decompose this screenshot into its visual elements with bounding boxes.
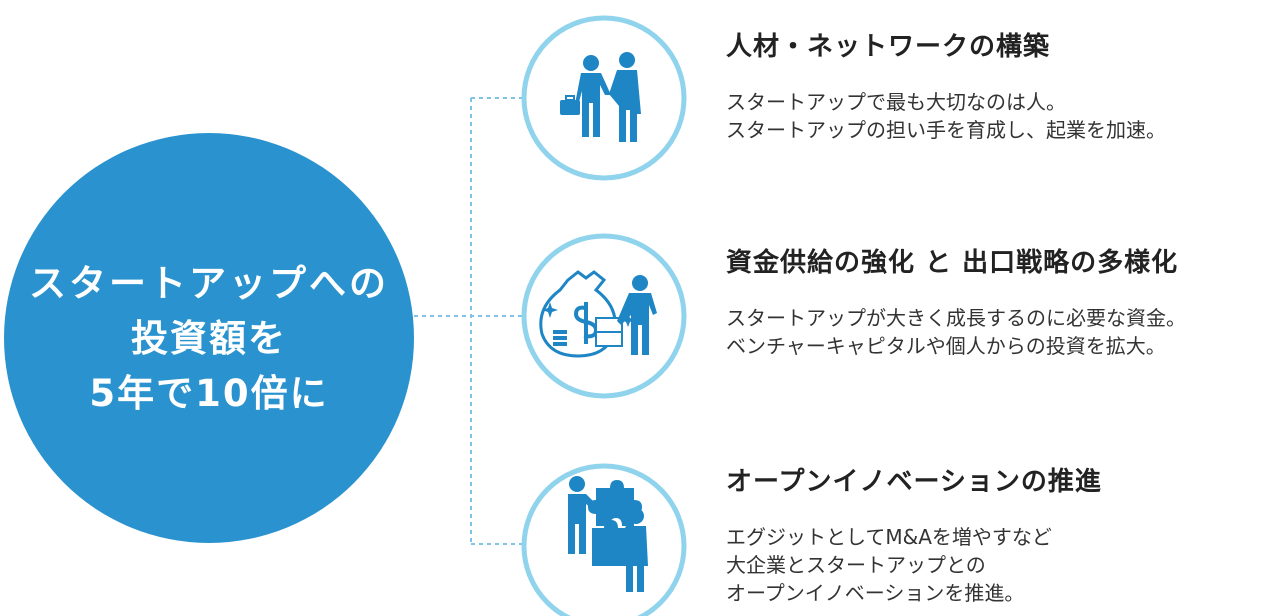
initiative-open-innovation: オープンイノベーションの推進 エグジットとしてM&Aを増やすなど 大企業とスター… [726,465,1286,607]
initiative-description-line: スタートアップで最も大切なのは人。 [726,90,1066,114]
initiative-title: 資金供給の強化 と 出口戦略の多様化 [726,248,1179,278]
main-goal-circle: スタートアップへの 投資額を 5年で10倍に [4,133,414,543]
initiative-funding-exit: 資金供給の強化 と 出口戦略の多様化 スタートアップが大きく成長するのに必要な資… [726,246,1286,360]
initiative-description-line: ベンチャーキャピタルや個人からの投資を拡大。 [726,334,1166,358]
icon-ring-1 [521,15,687,181]
puzzle-collaboration-icon [568,476,648,592]
connectors [414,97,528,545]
initiative-title: オープンイノベーションの推進 [726,467,1102,497]
initiative-description-line: スタートアップの担い手を育成し、起業を加速。 [726,118,1166,142]
initiative-description: エグジットとしてM&Aを増やすなど 大企業とスタートアップとの オープンイノベー… [726,523,1286,607]
initiative-description-line: エグジットとしてM&Aを増やすなど [726,525,1052,549]
handshake-icon [560,52,641,142]
initiative-title: 人材・ネットワークの構築 [726,32,1051,62]
main-goal-line-3: 5年で10倍に [89,371,329,415]
initiative-description-line: 大企業とスタートアップとの [726,553,986,577]
initiative-description: スタートアップが大きく成長するのに必要な資金。 ベンチャーキャピタルや個人からの… [726,304,1286,360]
initiative-description: スタートアップで最も大切なのは人。 スタートアップの担い手を育成し、起業を加速。 [726,88,1286,144]
money-bag-icon [539,270,657,358]
main-goal-line-2: 投資額を [131,316,287,360]
initiative-description-line: スタートアップが大きく成長するのに必要な資金。 [726,306,1186,330]
initiative-talent-network: 人材・ネットワークの構築 スタートアップで最も大切なのは人。 スタートアップの担… [726,30,1286,144]
initiative-description-line: オープンイノベーションを推進。 [726,581,1025,605]
main-goal-line-1: スタートアップへの [29,261,389,305]
